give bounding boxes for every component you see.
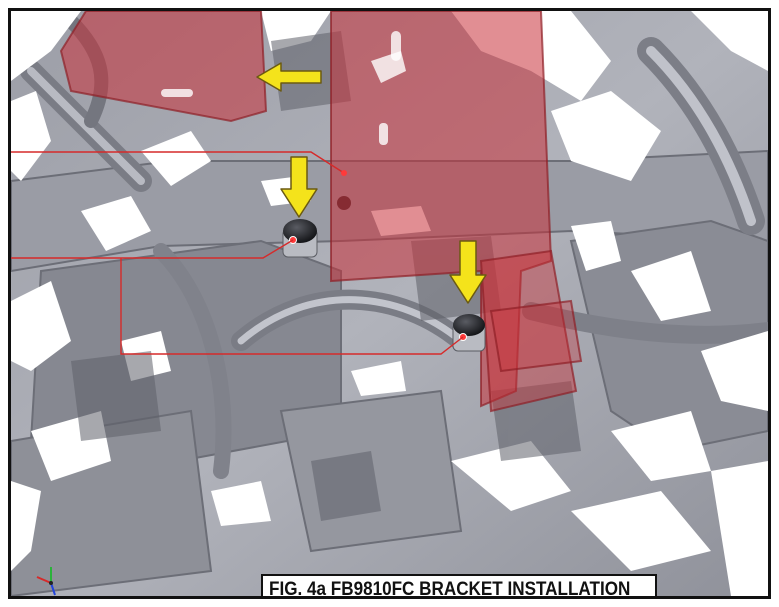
bolt-1 <box>282 219 318 258</box>
leader-line-bracket <box>11 151 345 174</box>
leader-line-bolt-2 <box>120 258 464 355</box>
arrow-left-icon <box>256 62 322 92</box>
bracket-lower-tab <box>489 299 583 373</box>
direction-arrows <box>256 62 487 304</box>
bracket-installation-illustration <box>11 11 768 596</box>
leader-line-bolt-1 <box>11 239 294 259</box>
bolt-2 <box>452 314 486 352</box>
upper-left-bracket-plate <box>59 11 268 123</box>
hoses-and-tubes <box>20 14 768 479</box>
figure-frame: FIG. 4a FB9810FC BRACKET INSTALLATION <box>8 8 771 599</box>
red-bracket <box>59 11 583 413</box>
bracket-slots <box>161 31 406 210</box>
figure-caption-box: FIG. 4a FB9810FC BRACKET INSTALLATION <box>261 574 657 599</box>
arrow-down-icon <box>280 156 318 218</box>
leader-lines <box>11 151 464 355</box>
figure-caption: FIG. 4a FB9810FC BRACKET INSTALLATION <box>269 578 631 599</box>
arrow-down-icon <box>449 240 487 304</box>
vertical-bracket-plate <box>330 11 553 408</box>
xyz-axis-triad-icon <box>36 567 56 596</box>
